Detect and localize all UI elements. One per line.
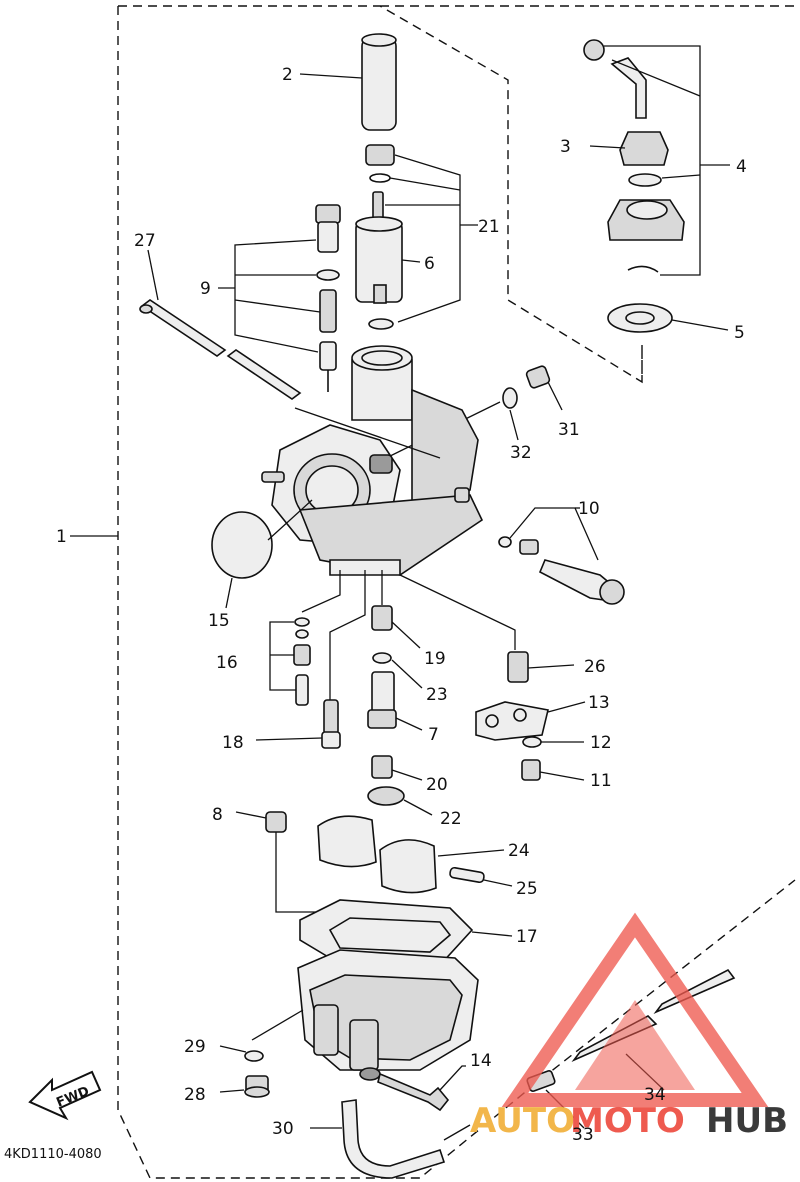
- part-10-throttle-stop-screw: [498, 536, 625, 605]
- callout-34: 34: [644, 1085, 666, 1105]
- part-8-plug: [265, 811, 287, 833]
- part-32-washer: [502, 387, 518, 409]
- callout-18: 18: [222, 733, 244, 753]
- part-15-gasket-ring: [211, 511, 273, 579]
- callout-19: 19: [424, 649, 446, 669]
- part-31-screw: [525, 365, 551, 389]
- part-18-pilot-jet: [321, 699, 341, 749]
- part-24-float: [317, 815, 437, 894]
- part-4-cap-set: [583, 39, 685, 273]
- callout-2: 2: [282, 65, 293, 85]
- automotohub-watermark-logo: [501, 912, 769, 1107]
- part-26-fitting: [507, 651, 529, 683]
- part-29-washer: [244, 1050, 264, 1062]
- callout-4: 4: [736, 157, 747, 177]
- callout-11: 11: [590, 771, 612, 791]
- watermark-text-auto: AUTO: [470, 1101, 575, 1141]
- callout-13: 13: [588, 693, 610, 713]
- callout-30: 30: [272, 1119, 294, 1139]
- callout-1: 1: [56, 527, 67, 547]
- float-chamber: [297, 949, 479, 1081]
- callout-23: 23: [426, 685, 448, 705]
- part-19-needle-jet-holder: [371, 605, 393, 631]
- callout-15: 15: [208, 611, 230, 631]
- part-20-main-jet: [371, 755, 393, 779]
- callout-33: 33: [572, 1125, 594, 1145]
- carburetor-body: [261, 345, 484, 576]
- reference-code: 4KD1110-4080: [4, 1147, 102, 1162]
- callout-5: 5: [734, 323, 745, 343]
- callout-26: 26: [584, 657, 606, 677]
- part-21-needle-clip-set: [365, 144, 395, 227]
- callout-6: 6: [424, 254, 435, 274]
- callout-21: 21: [478, 217, 500, 237]
- forward-arrow-icon: [28, 1070, 102, 1121]
- callout-29: 29: [184, 1037, 206, 1057]
- part-27-rod: [139, 299, 302, 400]
- callout-25: 25: [516, 879, 538, 899]
- callout-7: 7: [428, 725, 439, 745]
- part-17-gasket: [299, 899, 474, 966]
- callout-27: 27: [134, 231, 156, 251]
- callout-3: 3: [560, 137, 571, 157]
- part-14-screw: [377, 1072, 450, 1112]
- part-23-o-ring: [372, 652, 392, 664]
- part-12-washer: [522, 736, 542, 748]
- part-6-throttle-valve: [355, 216, 403, 304]
- part-16-pilot-screw-set: [293, 617, 311, 706]
- watermark-text-moto: MOTO: [570, 1101, 685, 1141]
- assembly-boundary: [117, 5, 796, 1179]
- callout-14: 14: [470, 1051, 492, 1071]
- callout-32: 32: [510, 443, 532, 463]
- part-11-screw: [521, 759, 541, 781]
- callout-20: 20: [426, 775, 448, 795]
- callout-9: 9: [200, 279, 211, 299]
- part-9-air-screw-set: [315, 204, 341, 392]
- callout-8: 8: [212, 805, 223, 825]
- callout-28: 28: [184, 1085, 206, 1105]
- part-7-main-jet-emulsion: [367, 671, 397, 729]
- callout-12: 12: [590, 733, 612, 753]
- part-13-gasket: [475, 701, 549, 741]
- callout-24: 24: [508, 841, 530, 861]
- part-5-gasket: [607, 303, 673, 333]
- part-30-drain-hose: [341, 1099, 446, 1179]
- part-28-drain-screw: [244, 1075, 270, 1098]
- part-2-tube: [361, 33, 397, 131]
- watermark-text-hub: HUB: [706, 1101, 788, 1141]
- callout-16: 16: [216, 653, 238, 673]
- callout-17: 17: [516, 927, 538, 947]
- part-22-washer: [367, 786, 405, 806]
- part-25-float-pin: [449, 866, 485, 884]
- callout-10: 10: [578, 499, 600, 519]
- callout-22: 22: [440, 809, 462, 829]
- callout-31: 31: [558, 420, 580, 440]
